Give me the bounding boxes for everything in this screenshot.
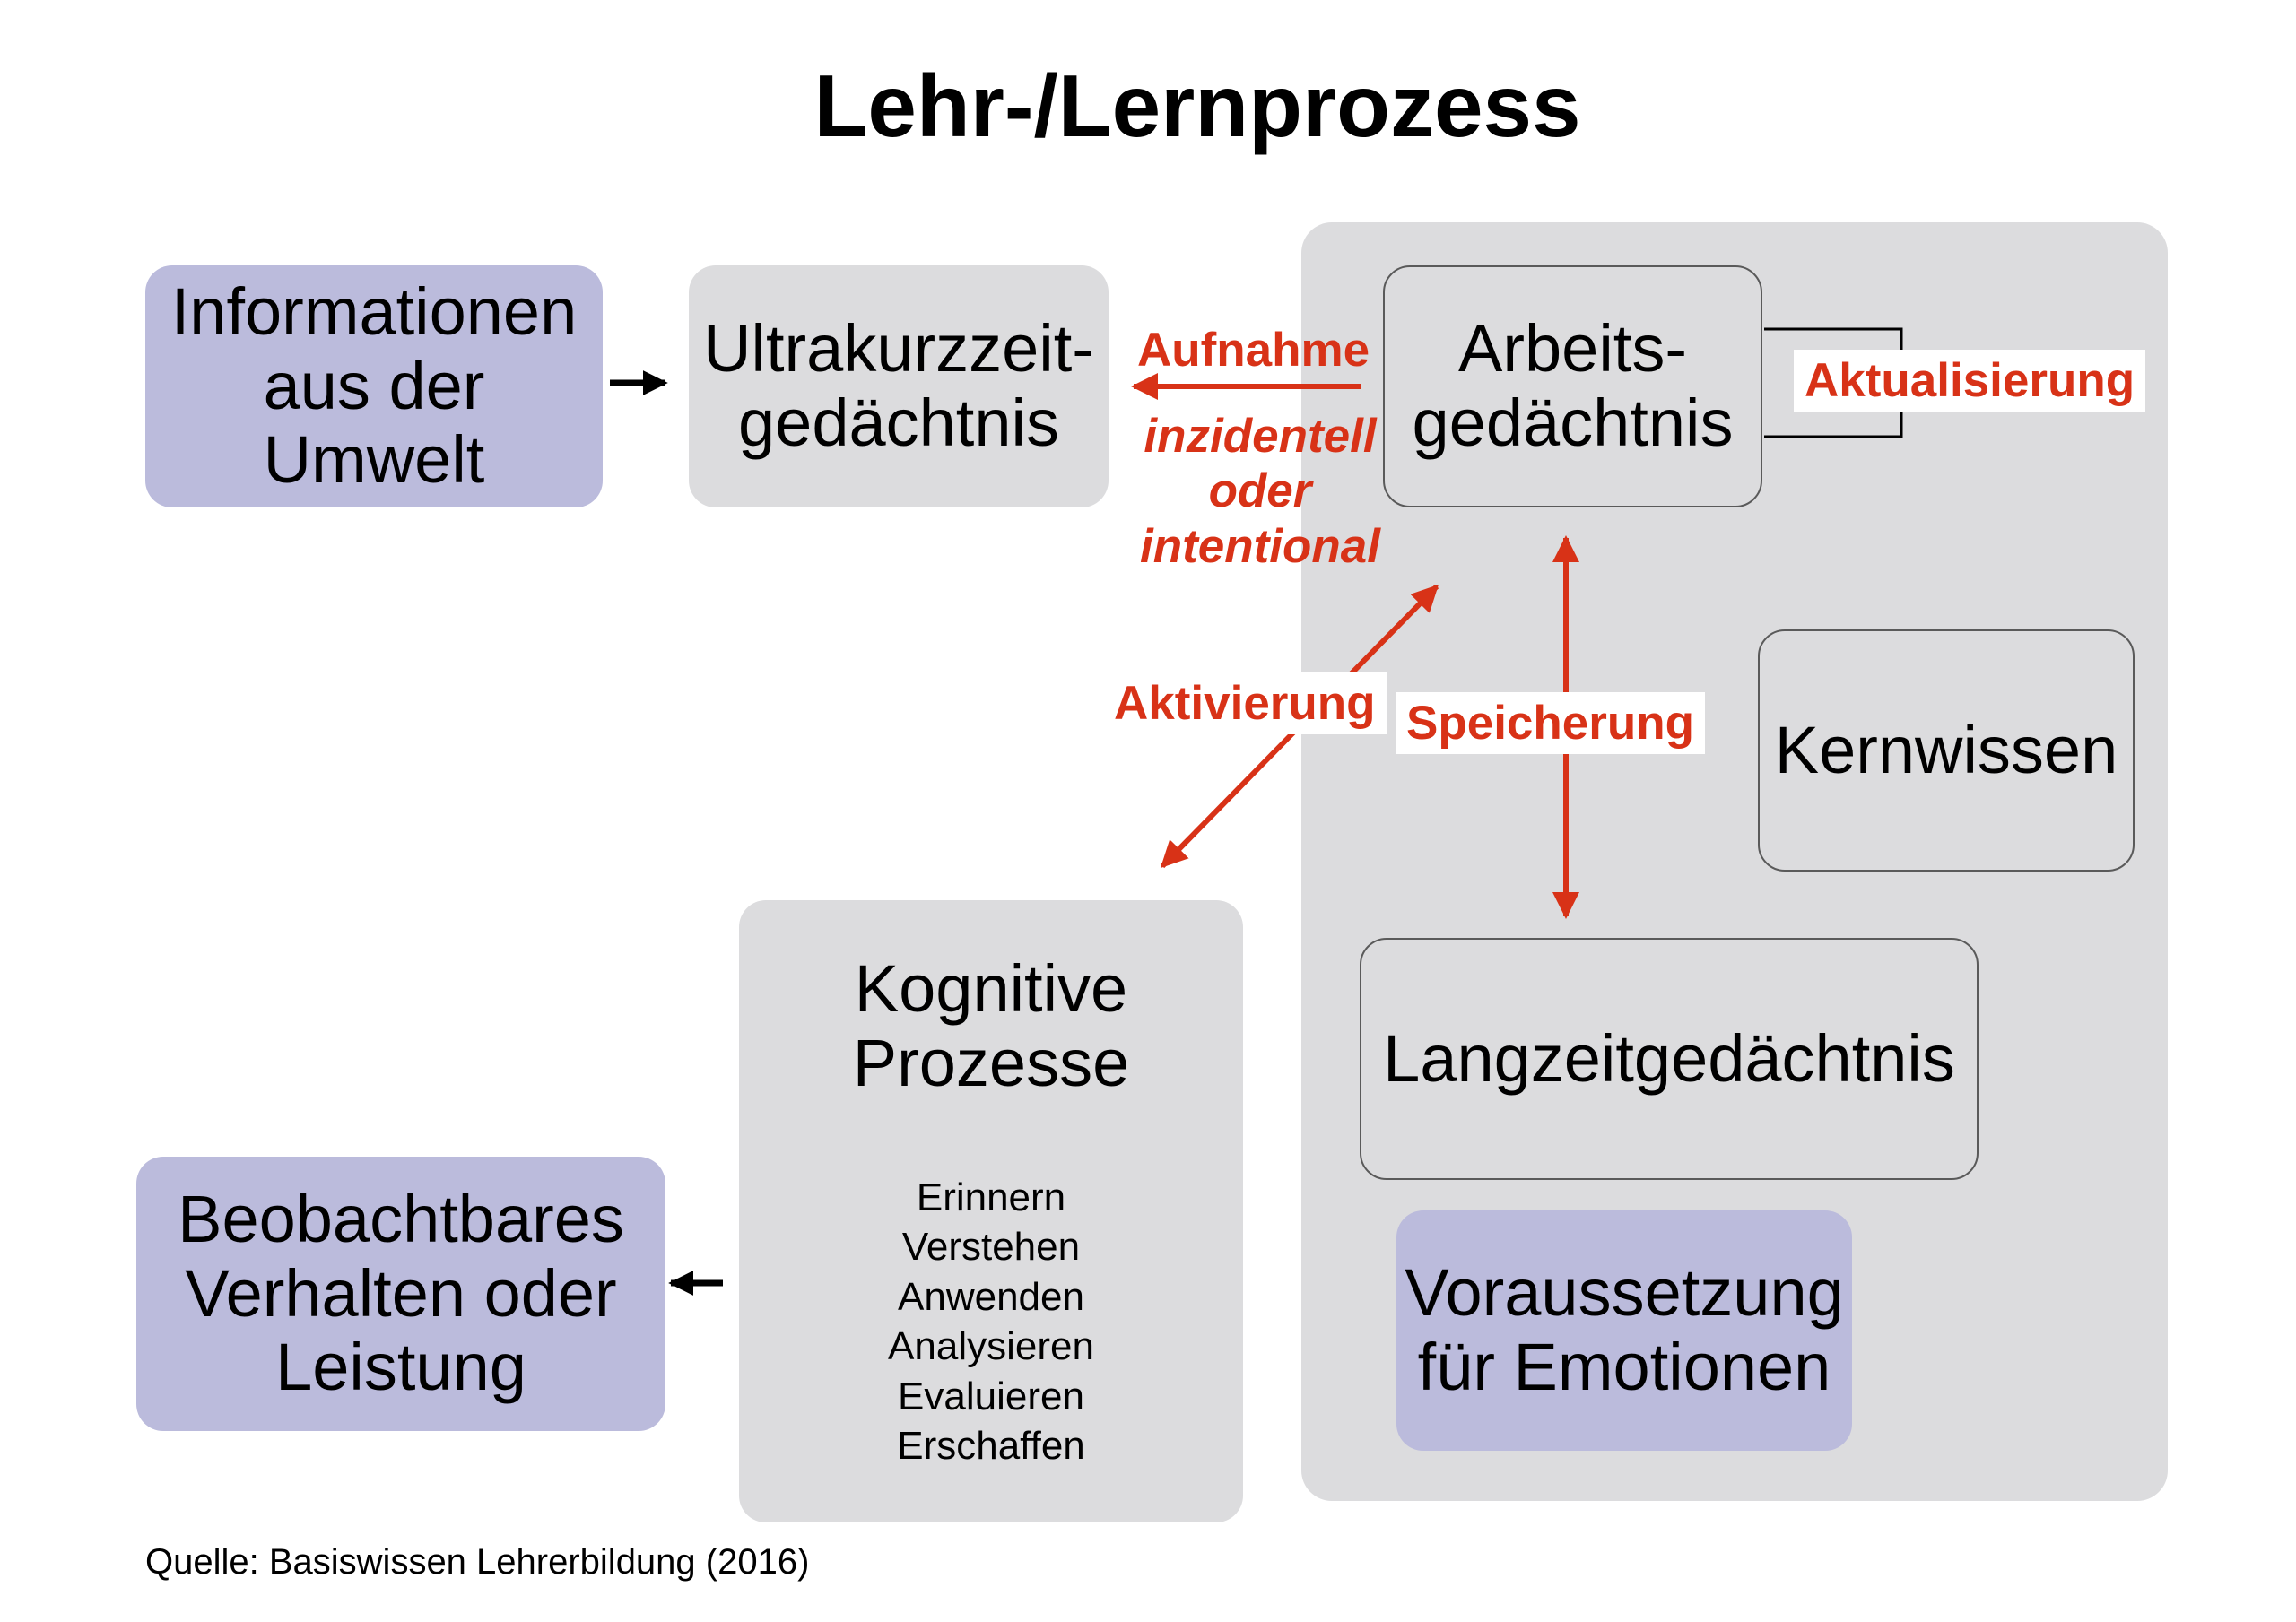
list-item: Evaluieren [898,1374,1084,1418]
box-beobachtbares-verhalten: Beobachtbares Verhalten oder Leistung [136,1157,665,1431]
box-kognitive-prozesse: Kognitive Prozesse Erinnern Verstehen An… [739,900,1243,1522]
box-kernwissen-label: Kernwissen [1774,712,2118,787]
box-voraussetzung-emotionen-label: Voraussetzung für Emotionen [1405,1255,1844,1404]
list-item: Verstehen [901,1225,1081,1270]
list-item: Anwenden [898,1274,1084,1319]
list-item: Erschaffen [897,1423,1085,1468]
box-voraussetzung-emotionen: Voraussetzung für Emotionen [1396,1210,1852,1451]
label-inzidentell-oder-intentional: inzidentell oder intentional [1140,410,1380,573]
list-item: Erinnern [916,1175,1066,1219]
box-arbeitsgedaechtnis-label: Arbeits- gedächtnis [1412,311,1734,460]
box-informationen: Informationen aus der Umwelt [145,265,603,507]
label-aktivierung: Aktivierung [1103,672,1387,734]
kognitive-prozesse-list: Erinnern Verstehen Anwenden Analysieren … [888,1173,1094,1471]
label-aktualisierung: Aktualisierung [1794,350,2146,412]
box-informationen-label: Informationen aus der Umwelt [170,273,578,498]
box-ultrakurzzeitgedaechtnis-label: Ultrakurzzeit- gedächtnis [703,311,1094,460]
box-beobachtbares-verhalten-label: Beobachtbares Verhalten oder Leistung [178,1181,624,1405]
box-kognitive-prozesse-label: Kognitive Prozesse [852,951,1130,1100]
box-langzeitgedaechtnis-label: Langzeitgedächtnis [1383,1020,1955,1096]
box-ultrakurzzeitgedaechtnis: Ultrakurzzeit- gedächtnis [689,265,1109,507]
source-citation: Quelle: Basiswissen Lehrerbildung (2016) [145,1542,810,1582]
box-kernwissen: Kernwissen [1758,629,2135,872]
box-langzeitgedaechtnis: Langzeitgedächtnis [1360,938,1979,1180]
label-aufnahme: Aufnahme [1137,324,1370,377]
list-item: Analysieren [888,1324,1094,1369]
label-speicherung: Speicherung [1396,692,1706,754]
box-arbeitsgedaechtnis: Arbeits- gedächtnis [1383,265,1762,507]
page-title: Lehr-/Lernprozess [813,56,1581,155]
